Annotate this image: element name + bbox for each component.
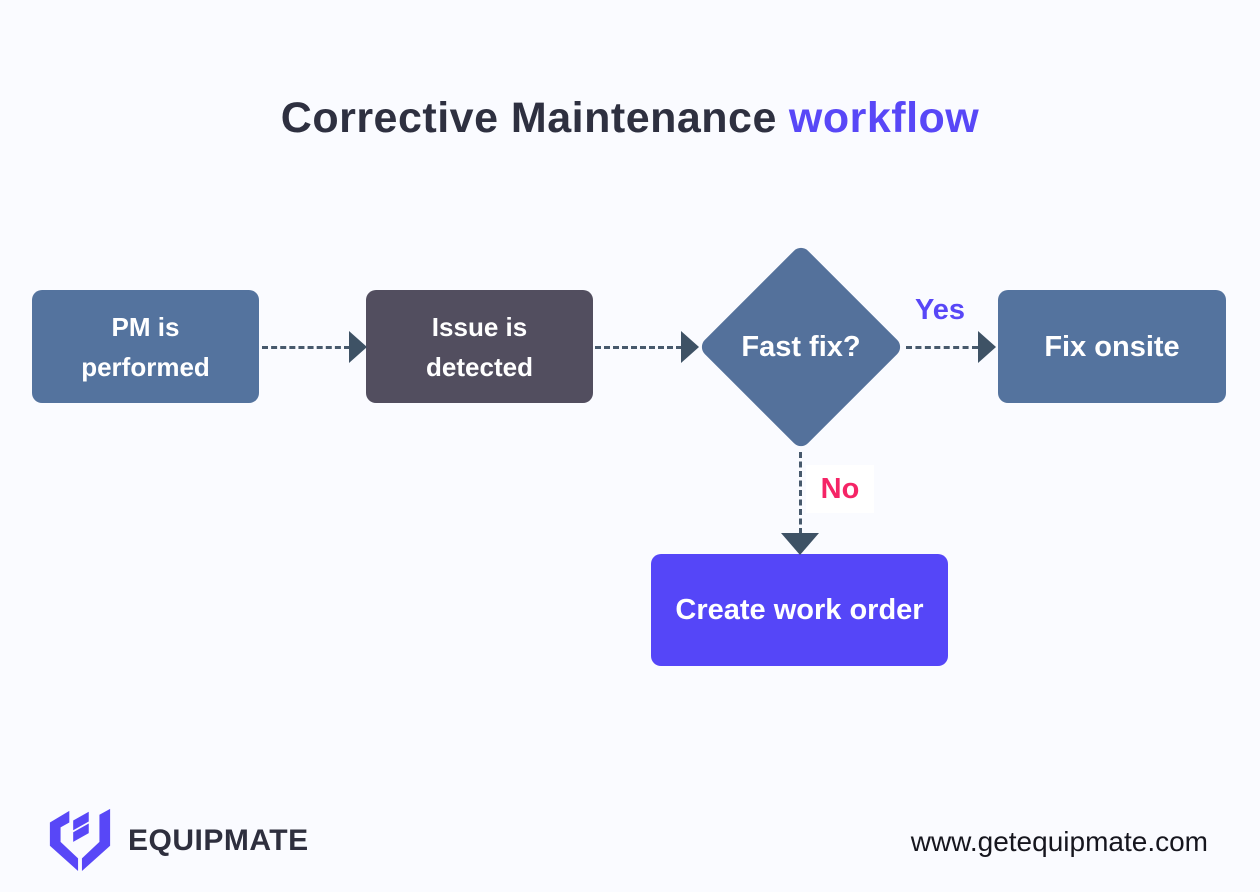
arrowhead-right-icon [349,331,367,363]
node-fix-onsite: Fix onsite [998,290,1226,403]
node-pm-performed: PM is performed [32,290,259,403]
connector-decision-to-create [799,452,802,534]
website-url: www.getequipmate.com [910,826,1208,857]
node-label-line: performed [81,351,210,382]
node-issue-detected: Issue is detected [366,290,593,403]
arrowhead-right-icon [978,331,996,363]
edge-label-yes: Yes [915,294,965,326]
equipmate-logo-icon [49,808,111,872]
brand-name: EQUIPMATE [128,824,309,857]
title-main: Corrective Maintenance [280,94,777,142]
arrowhead-right-icon [681,331,699,363]
title-accent: workflow [788,94,980,142]
edge-label-no: No [806,465,874,513]
node-label-line: PM is [111,311,180,342]
connector-issue-to-decision [595,346,682,349]
decision-fast-fix-label: Fast fix? [741,330,861,363]
arrowhead-down-icon [781,533,819,555]
node-label-line: Issue is [431,311,528,342]
connector-pm-to-issue [262,346,350,349]
node-label-line: Create work order [675,594,924,626]
node-create-work-order: Create work order [651,554,948,666]
node-label-line: detected [426,351,533,382]
node-label-line: Fix onsite [1044,330,1180,363]
connector-decision-to-fix [906,346,978,349]
